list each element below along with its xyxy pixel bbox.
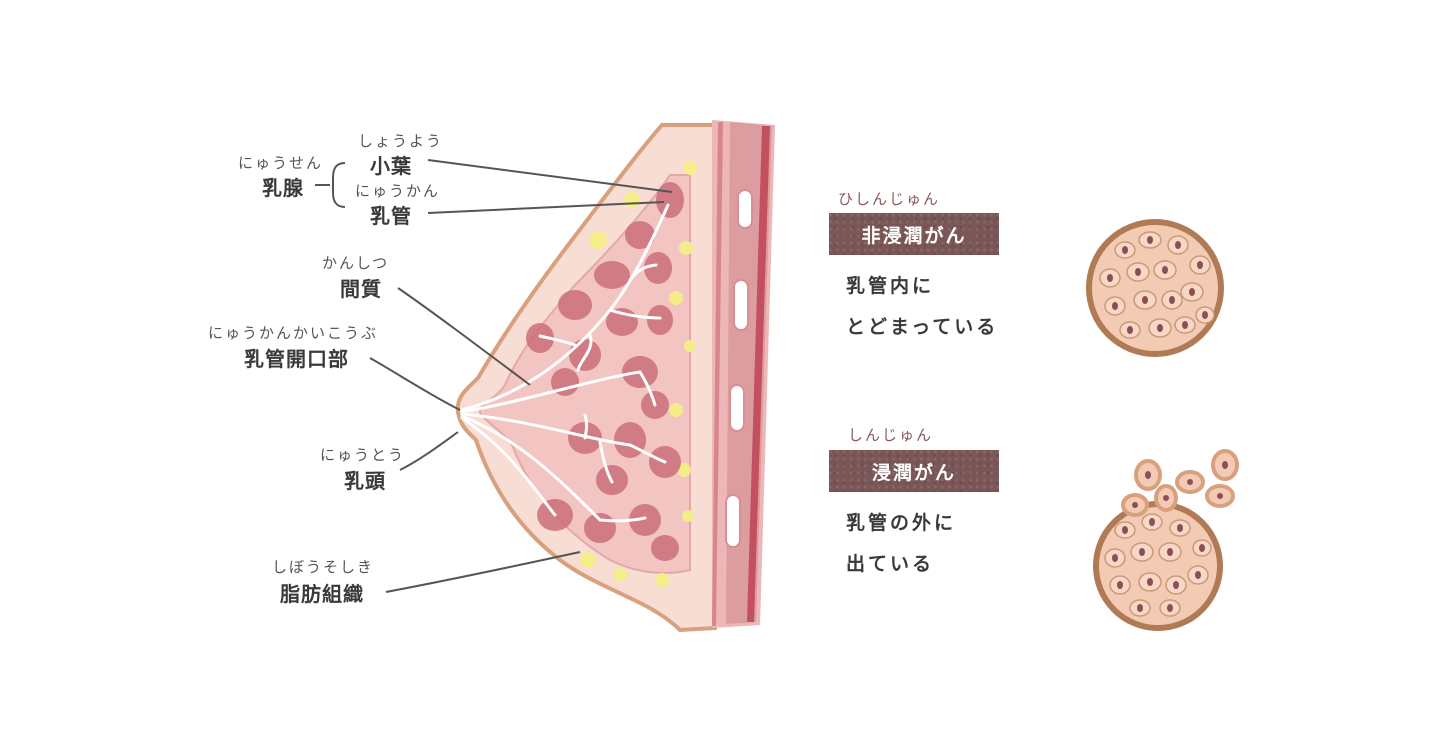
label-shoyo: 小葉 xyxy=(370,154,412,178)
fat-dot xyxy=(679,241,693,255)
fat-dot xyxy=(589,231,607,249)
fat-dot xyxy=(669,291,683,305)
invasive-desc-line2: 出ている xyxy=(846,553,935,575)
fat-dot xyxy=(655,573,669,587)
muscle-stripe xyxy=(712,122,723,626)
fat-dot xyxy=(682,510,694,522)
duct xyxy=(628,443,667,464)
duct xyxy=(460,203,670,412)
duct xyxy=(576,333,593,372)
duct xyxy=(460,412,632,447)
invasive-cell-cluster xyxy=(1093,449,1239,631)
lobule xyxy=(647,305,673,335)
duct xyxy=(628,263,658,282)
nuclei xyxy=(1112,518,1205,612)
lobule xyxy=(614,422,646,458)
escaping-nuclei xyxy=(1132,461,1228,508)
rib-hole xyxy=(733,279,749,331)
fat-dot xyxy=(684,340,696,352)
rib-holes xyxy=(725,189,753,548)
invasive-badge: 浸潤がん xyxy=(829,450,999,492)
leader-nyukan xyxy=(427,201,665,214)
noninvasive-desc-line1: 乳管内に xyxy=(846,275,935,297)
duct xyxy=(598,440,614,484)
gland-region xyxy=(478,174,691,574)
label-nyusen-ruby: にゅうせん xyxy=(238,154,324,172)
lobule xyxy=(644,252,672,284)
lobule xyxy=(558,290,592,320)
label-nyusen: 乳腺 xyxy=(262,176,304,200)
fat-dot xyxy=(613,568,627,582)
duct xyxy=(460,416,557,517)
rib-hole xyxy=(725,494,741,548)
lobule xyxy=(526,323,554,353)
noninvasive-desc-line2: とどまっている xyxy=(846,316,999,338)
rib-hole xyxy=(737,189,753,229)
label-nyuto: 乳頭 xyxy=(344,469,386,493)
fat-dot xyxy=(669,403,683,417)
lobule xyxy=(629,504,661,536)
nuclei xyxy=(1107,236,1208,334)
muscle-stripe xyxy=(747,126,770,622)
lobule xyxy=(584,513,616,543)
label-nyukan: 乳管 xyxy=(370,204,412,228)
invasive-desc-line1: 乳管の外に xyxy=(846,512,957,534)
label-nyukan-ruby: にゅうかん xyxy=(355,182,441,200)
fat-dot xyxy=(677,463,691,477)
leader-nyuto xyxy=(399,431,459,471)
duct xyxy=(638,370,657,407)
label-kanshitsu-ruby: かんしつ xyxy=(322,254,390,272)
lobule xyxy=(656,182,684,218)
fat-dot xyxy=(683,161,697,175)
label-shibou-ruby: しぼうそしき xyxy=(272,558,375,576)
duct xyxy=(598,516,647,523)
label-nyuto-ruby: にゅうとう xyxy=(320,446,406,464)
label-shoyo-ruby: しょうよう xyxy=(358,132,444,150)
leader-shibou xyxy=(385,551,581,593)
label-kanshitsu: 間質 xyxy=(340,277,382,301)
leader-kaikoubu xyxy=(369,357,461,411)
leader-lines xyxy=(315,159,673,593)
lobule xyxy=(625,221,655,249)
noninvasive-cell-cluster xyxy=(1086,219,1224,357)
duct xyxy=(460,414,602,522)
invasive-ruby: しんじゅん xyxy=(848,426,934,444)
fat-dot xyxy=(624,192,640,208)
duct xyxy=(460,370,642,414)
noninvasive-badge: 非浸潤がん xyxy=(829,213,999,255)
rib-hole xyxy=(729,384,745,432)
label-kaikoubu: 乳管開口部 xyxy=(244,347,349,371)
bracket-nyusen xyxy=(315,162,346,208)
duct-tree xyxy=(460,203,670,523)
lobule xyxy=(651,535,679,561)
noninvasive-ruby: ひしんじゅん xyxy=(838,190,941,208)
duct xyxy=(608,308,662,320)
label-shibou: 脂肪組織 xyxy=(280,582,364,606)
duct xyxy=(583,413,589,440)
leader-kanshitsu xyxy=(397,287,531,386)
fat-dot xyxy=(580,552,596,568)
lobule xyxy=(594,261,630,289)
leader-shoyo xyxy=(427,159,673,193)
duct xyxy=(538,334,577,347)
label-kaikoubu-ruby: にゅうかんかいこうぶ xyxy=(208,324,379,342)
